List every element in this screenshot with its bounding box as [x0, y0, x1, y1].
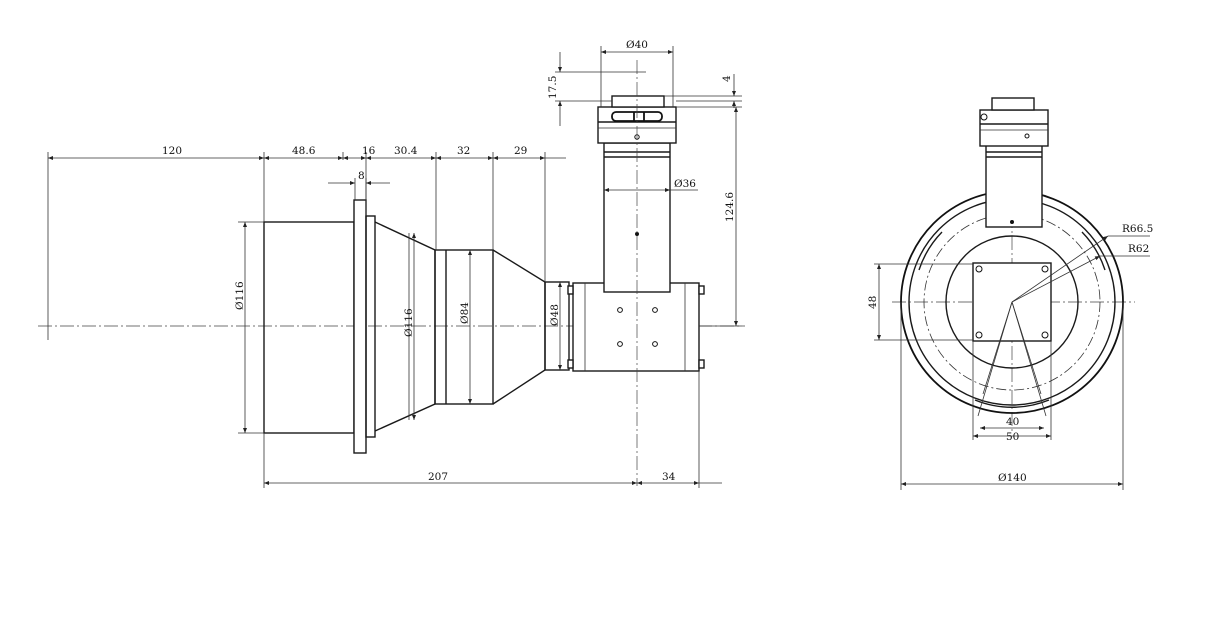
dim-207: 207 [428, 471, 448, 483]
flange-collar [365, 215, 376, 438]
front-tube-cap [991, 97, 1035, 111]
tube-cap [611, 95, 665, 108]
dim-48: 48 [867, 296, 879, 309]
rear-cylinder [263, 221, 355, 434]
dim-16: 16 [362, 145, 376, 157]
dim-phi36: Ø36 [674, 178, 696, 190]
dim-120: 120 [162, 145, 182, 157]
side-view-dimensions: 120 48.6 16 30.4 32 29 8 Ø116 Ø116 Ø84 Ø… [47, 39, 742, 488]
mount-hole [617, 341, 623, 347]
dim-phi40: Ø40 [626, 39, 648, 51]
dim-R62: R62 [1128, 243, 1149, 255]
plate-screw [975, 265, 983, 273]
front-view: R66.5 R62 48 40 50 Ø140 [867, 97, 1153, 490]
dim-phi48: Ø48 [549, 304, 561, 326]
dim-8: 8 [358, 170, 365, 182]
dim-34: 34 [662, 471, 676, 483]
dim-32: 32 [457, 145, 470, 157]
dim-50: 50 [1006, 431, 1019, 443]
dim-17-5: 17.5 [547, 76, 559, 99]
dim-29: 29 [514, 145, 527, 157]
front-tube-collar [979, 109, 1049, 147]
side-view [38, 60, 745, 486]
dim-48-6: 48.6 [292, 145, 316, 157]
slot [918, 231, 943, 271]
radius-leader-R66-5 [1011, 235, 1109, 303]
dim-phi84: Ø84 [459, 302, 471, 324]
plate-screw [975, 331, 983, 339]
dim-phi116-b: Ø116 [403, 308, 415, 337]
mount-hole [652, 307, 658, 313]
cone-rear [492, 249, 546, 405]
middle-section [434, 249, 494, 405]
dim-phi140: Ø140 [998, 472, 1027, 484]
dim-4: 4 [721, 75, 733, 82]
radius-leader-R62 [1011, 255, 1101, 303]
slot [1081, 231, 1106, 271]
aperture-ring [945, 235, 1079, 369]
mount-block [572, 282, 700, 372]
plate-screw [1041, 331, 1049, 339]
front-tube [985, 144, 1043, 228]
dim-30-4: 30.4 [394, 145, 418, 157]
dim-phi116-a: Ø116 [234, 281, 246, 310]
neck [544, 281, 570, 371]
mount-hole [617, 307, 623, 313]
dim-40: 40 [1006, 416, 1019, 428]
dim-124-6: 124.6 [724, 192, 736, 222]
mount-hole [652, 341, 658, 347]
flange [353, 199, 367, 454]
plate-screw [1041, 265, 1049, 273]
dim-R66-5: R66.5 [1122, 223, 1153, 235]
